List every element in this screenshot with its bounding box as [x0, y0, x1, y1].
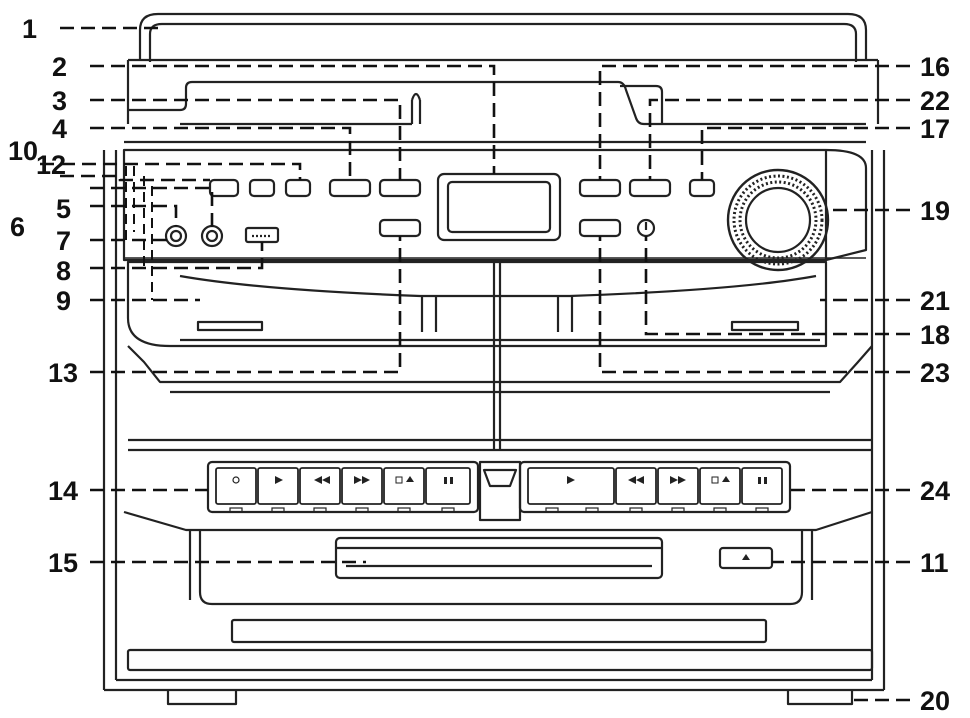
callout-6: 6 — [10, 212, 25, 242]
stop-eject-icon — [711, 476, 730, 484]
rewind-icon — [628, 476, 644, 484]
callout-2: 2 — [52, 52, 67, 82]
callout-22: 22 — [920, 86, 950, 116]
callout-21: 21 — [920, 286, 950, 316]
power-button-icon[interactable] — [636, 218, 656, 238]
dust-cover-inner — [148, 22, 858, 62]
callout-19: 19 — [920, 196, 950, 226]
button-12[interactable] — [248, 178, 276, 198]
callout-18: 18 — [920, 320, 950, 350]
fast-forward-icon — [354, 476, 370, 484]
button-16[interactable] — [578, 178, 622, 198]
callout-23: 23 — [920, 358, 950, 388]
left-record-key[interactable] — [215, 467, 257, 505]
rewind-icon — [314, 476, 330, 484]
button-22[interactable] — [628, 178, 672, 198]
left-stop-key[interactable] — [383, 467, 425, 505]
callout-20: 20 — [920, 686, 950, 716]
aux-jack-icon[interactable] — [200, 224, 224, 248]
button-4[interactable] — [328, 178, 372, 198]
callout-8: 8 — [56, 256, 71, 286]
cassette-deck — [126, 260, 828, 348]
callout-5: 5 — [56, 194, 71, 224]
fast-forward-icon — [670, 476, 686, 484]
callout-10: 10 — [8, 136, 38, 166]
right-play-key[interactable] — [527, 467, 615, 505]
callout-17: 17 — [920, 114, 950, 144]
callout-13: 13 — [48, 358, 78, 388]
callout-3: 3 — [52, 86, 67, 116]
callout-4: 4 — [52, 114, 67, 144]
callout-11: 11 — [920, 548, 949, 578]
eject-icon — [742, 554, 750, 560]
button-10[interactable] — [208, 178, 240, 198]
callout-9: 9 — [56, 286, 71, 316]
callout-12: 12 — [36, 150, 66, 180]
left-verticals — [125, 166, 153, 300]
headphone-jack-icon[interactable] — [164, 224, 188, 248]
button-17[interactable] — [688, 178, 716, 198]
right-rewind-key[interactable] — [615, 467, 657, 505]
record-icon — [232, 476, 240, 484]
play-icon — [567, 476, 575, 484]
callout-14: 14 — [48, 476, 78, 506]
device-outline — [102, 12, 886, 706]
left-play-key[interactable] — [257, 467, 299, 505]
button-12b[interactable] — [284, 178, 312, 198]
volume-knob-icon[interactable] — [726, 168, 830, 272]
button-23[interactable] — [578, 218, 622, 238]
top-buttons — [164, 178, 716, 248]
key-symbols — [232, 476, 767, 560]
button-3[interactable] — [378, 178, 422, 198]
left-deck-bezel — [206, 460, 480, 514]
play-icon — [275, 476, 283, 484]
cd-eject-button[interactable] — [718, 546, 774, 570]
callout-7: 7 — [56, 226, 71, 256]
callout-16: 16 — [920, 52, 950, 82]
control-panel — [122, 148, 868, 262]
left-pause-key[interactable] — [425, 467, 471, 505]
button-13[interactable] — [378, 218, 422, 238]
pause-icon — [444, 477, 453, 484]
callout-15: 15 — [48, 548, 78, 578]
leader-lines — [40, 26, 910, 702]
left-rewind-key[interactable] — [299, 467, 341, 505]
usb-port-icon[interactable] — [244, 226, 280, 244]
lcd-display — [436, 172, 562, 242]
left-ff-key[interactable] — [341, 467, 383, 505]
cd-slot — [334, 536, 664, 580]
pause-icon — [758, 477, 767, 484]
stop-eject-icon — [395, 476, 414, 484]
callout-labels: 1 2 3 4 10 12 6 5 7 8 9 13 14 15 16 22 1… — [8, 14, 950, 716]
callout-1: 1 — [22, 14, 37, 44]
callout-24: 24 — [920, 476, 950, 506]
right-ff-key[interactable] — [657, 467, 699, 505]
right-stop-key[interactable] — [699, 467, 741, 505]
right-pause-key[interactable] — [741, 467, 783, 505]
dust-cover — [138, 12, 868, 60]
transport-keys — [215, 467, 783, 513]
